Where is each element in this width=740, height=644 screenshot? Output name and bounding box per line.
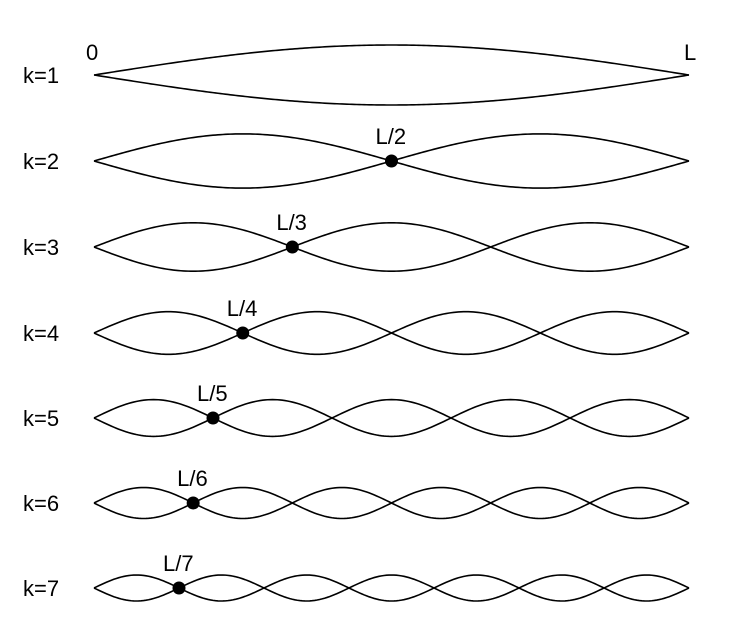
mode-k-label: k=6 (23, 491, 59, 516)
node-position-label: L/5 (197, 381, 228, 406)
harmonic-modes: k=1 k=2 L/2 k=3 L/3 k=4 L/4 k=5 L/5 k=6 L/6 k=7 L/7 (23, 44, 690, 602)
wave-envelope-upper (93, 398, 690, 438)
node-marker (186, 496, 200, 510)
mode-row-k1: k=1 (23, 44, 690, 106)
node-position-label: L/6 (177, 466, 208, 491)
wave-envelope-lower (93, 74, 690, 106)
wave-envelope-lower (93, 574, 690, 602)
node-marker (172, 581, 186, 595)
mode-row-k7: k=7 L/7 (23, 551, 690, 602)
mode-k-label: k=5 (23, 406, 59, 431)
node-marker (385, 154, 398, 168)
wave-envelope-lower (93, 310, 690, 356)
mode-k-label: k=2 (23, 149, 59, 174)
mode-row-k2: k=2 L/2 (23, 124, 690, 189)
node-marker (206, 411, 220, 425)
wave-envelope-upper (93, 574, 690, 602)
mode-k-label: k=4 (23, 321, 59, 346)
wave-envelope-upper (93, 44, 690, 76)
mode-k-label: k=1 (23, 63, 59, 88)
wave-envelope-upper (93, 221, 690, 273)
wave-envelope-lower (93, 221, 690, 273)
mode-row-k4: k=4 L/4 (23, 296, 690, 356)
wave-envelope-lower (93, 486, 690, 520)
wave-envelope-lower (93, 398, 690, 438)
mode-k-label: k=3 (23, 235, 59, 260)
node-position-label: L/3 (276, 210, 307, 235)
node-position-label: L/4 (227, 296, 258, 321)
node-marker (236, 326, 250, 340)
string-end-label: L (684, 40, 696, 65)
node-marker (285, 240, 299, 254)
string-start-label: 0 (86, 40, 98, 65)
mode-row-k5: k=5 L/5 (23, 381, 690, 438)
mode-k-label: k=7 (23, 576, 59, 601)
node-position-label: L/2 (376, 124, 407, 149)
node-position-label: L/7 (163, 551, 194, 576)
mode-row-k3: k=3 L/3 (23, 210, 690, 273)
mode-row-k6: k=6 L/6 (23, 466, 690, 520)
